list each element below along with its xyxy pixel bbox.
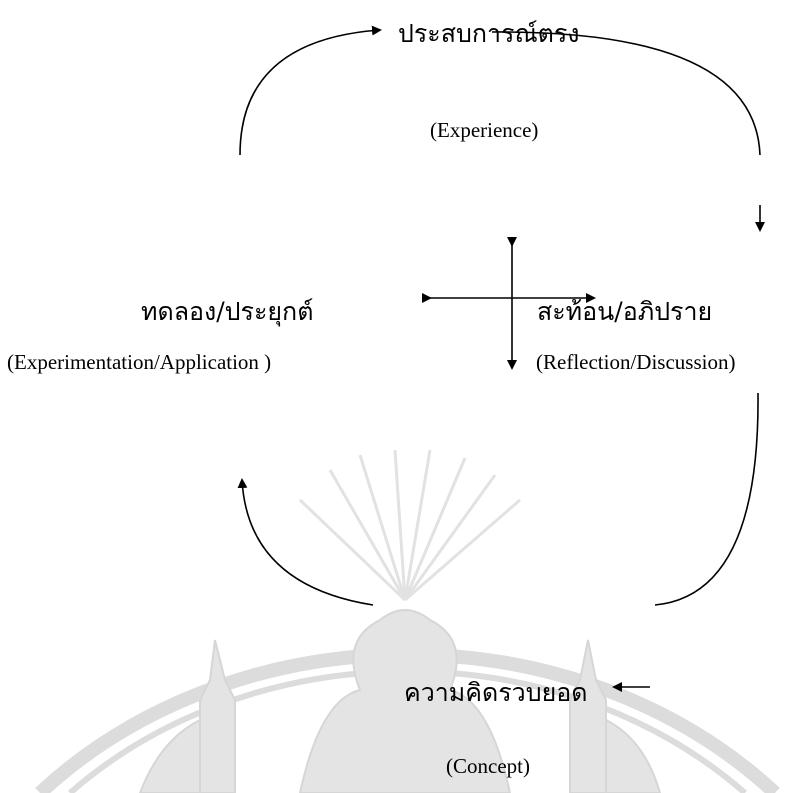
reflection-english-label: (Reflection/Discussion) [536, 350, 736, 374]
concept-english-label: (Concept) [446, 754, 530, 778]
experience-english-label: (Experience) [430, 118, 539, 142]
concept-thai-label: ความคิดรวบยอด [404, 678, 588, 707]
arc-reflection-to-concept [654, 392, 759, 606]
experimentation-english-label: (Experimentation/Application ) [7, 350, 272, 374]
arrow-concept-to-application [237, 478, 374, 606]
arrow-application-to-experience [239, 25, 382, 156]
experience-thai-label: ประสบการณ์ตรง [398, 19, 580, 48]
reflection-thai-label: สะท้อน/อภิปราย [537, 297, 713, 326]
experimentation-thai-label: ทดลอง/ประยุกต์ [141, 297, 314, 326]
arc-experience-to-reflection [491, 31, 761, 156]
